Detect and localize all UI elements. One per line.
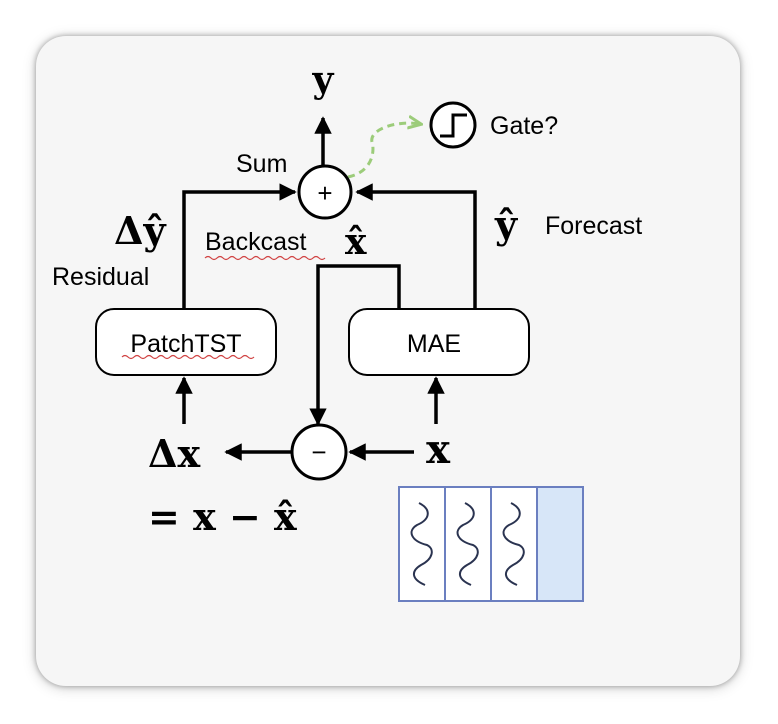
signal-waveform [410,502,433,586]
sum-label: Sum [236,150,287,178]
delta-x-equation: = x − x̂ [148,494,297,539]
minus-symbol: − [311,437,326,467]
sum-node [297,164,353,220]
backcast-label: Backcast [205,228,306,256]
residual-label: Residual [52,263,149,291]
delta-x-symbol: Δx [148,431,200,476]
x-hat-symbol: x̂ [345,221,367,263]
minus-node [290,423,348,481]
plus-symbol: + [317,178,332,208]
patchtst-label: PatchTST [130,330,241,358]
signal-waveform [502,502,525,586]
backcast-to-minus-arrow [309,264,401,426]
input-symbol: x [426,426,451,473]
delta-y-hat-symbol: Δŷ [114,208,166,253]
gate-label: Gate? [490,112,558,140]
forecast-to-sum-arrow [355,183,477,308]
patchtst-spell-underline [121,354,255,360]
mae-box [348,308,530,376]
output-symbol: y [312,59,335,101]
input-patches [398,486,584,602]
forecast-label: Forecast [545,212,642,240]
mae-label: MAE [407,330,461,358]
gate-arrow [347,123,420,179]
masked-patch [536,486,584,602]
step-function-icon [440,113,467,138]
residual-to-sum-arrow [182,183,297,308]
signal-waveform [456,502,479,586]
spell-underline [204,255,326,261]
y-hat-symbol: ŷ [494,202,518,247]
